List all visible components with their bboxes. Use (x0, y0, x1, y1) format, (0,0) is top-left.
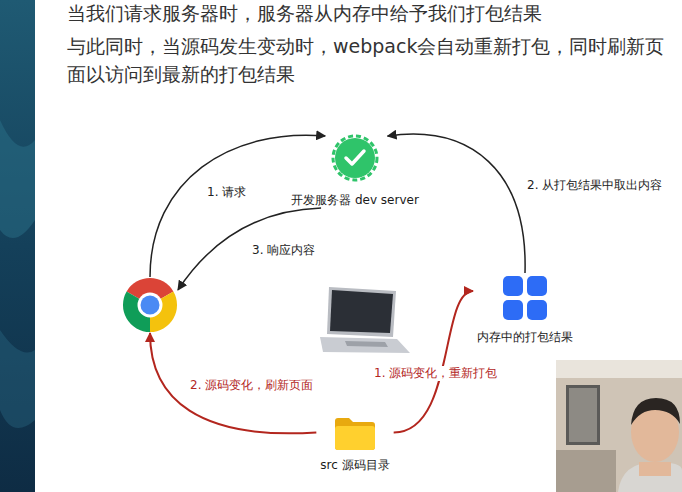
folder-front (335, 426, 375, 450)
strip-texture (0, 120, 35, 238)
bundle-square (527, 276, 547, 296)
rebuild-arrow (150, 333, 316, 433)
laptop-base (320, 337, 410, 353)
server-badge-edge (333, 136, 377, 180)
webcam-furniture (556, 450, 616, 492)
chrome-center (141, 296, 160, 315)
browser-node (122, 277, 178, 333)
folder-back (335, 418, 375, 450)
laptop-screen (330, 290, 393, 333)
edge-label: 2. 源码变化，刷新页面 (188, 378, 315, 393)
check-mark (346, 151, 364, 164)
dev-server-node: 开发服务器 dev server (287, 136, 423, 208)
laptop-keys (345, 341, 388, 347)
webcam-neck (639, 462, 671, 476)
src-folder-node: src 源码目录 (316, 415, 393, 473)
webcam-window-glass (569, 388, 597, 442)
edge-label: 1. 请求 (205, 185, 248, 200)
rebuild-arrow (394, 291, 473, 432)
chrome-ring (138, 293, 163, 318)
edge-label: 2. 从打包结果中取出内容 (525, 178, 664, 193)
edge-label: 3. 响应内容 (250, 243, 317, 258)
node-label: 开发服务器 dev server (291, 192, 419, 208)
strip-texture (0, 330, 35, 428)
intro-line: 当我们请求服务器时，服务器从内存中给予我们打包结果 (67, 2, 675, 24)
server-badge (335, 138, 375, 178)
webcam-shirt (618, 462, 682, 492)
webcam-window (566, 385, 600, 445)
bundle-square (527, 300, 547, 320)
bundle-square (503, 276, 523, 296)
bundle-square (503, 300, 523, 320)
webcam-hair (631, 398, 680, 425)
laptop-lid (327, 287, 396, 337)
bundle-node: 内存中的打包结果 (473, 273, 577, 345)
edge-label: 1. 源码变化，重新打包 (372, 366, 499, 381)
intro-paragraph: 与此同时，当源码发生变动时，webpack会自动重新打包，同时刷新页面以访问到最… (67, 32, 675, 88)
webcam-ceiling (556, 360, 682, 378)
node-label: 内存中的打包结果 (477, 329, 573, 345)
node-label: src 源码目录 (320, 457, 389, 473)
request-arrow (178, 208, 321, 290)
side-strip (0, 0, 35, 492)
webcam-frame (556, 360, 682, 492)
